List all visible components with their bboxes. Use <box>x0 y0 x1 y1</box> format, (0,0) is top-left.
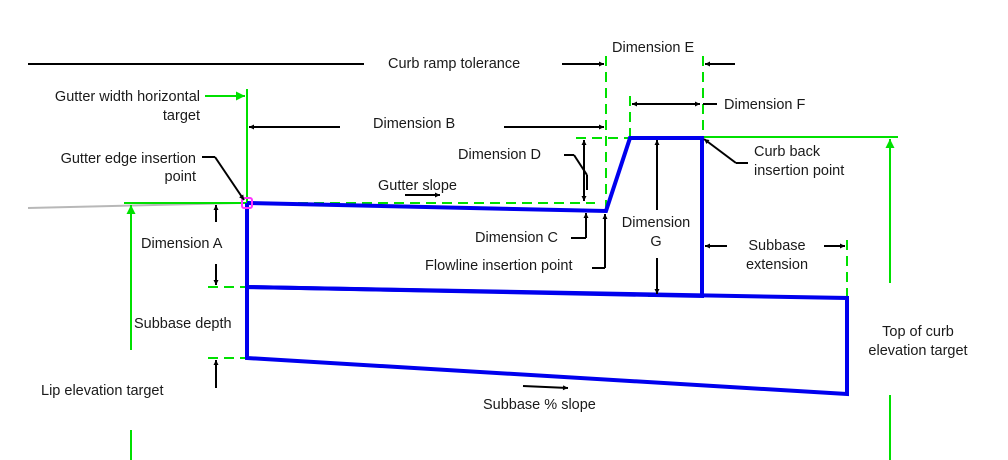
label-curb-back-2: insertion point <box>754 163 844 179</box>
label-gutter-width-target-2: target <box>163 108 200 124</box>
label-curb-ramp-tolerance: Curb ramp tolerance <box>388 56 520 72</box>
label-dimension-d: Dimension D <box>458 147 541 163</box>
label-dimension-c: Dimension C <box>475 230 558 246</box>
insertion-point-marker <box>241 197 253 209</box>
label-dimension-b: Dimension B <box>373 116 455 132</box>
label-dimension-g-1: Dimension <box>622 215 691 231</box>
label-subbase-depth: Subbase depth <box>134 316 232 332</box>
label-subbase-ext-2: extension <box>746 257 808 273</box>
label-dimension-e: Dimension E <box>612 40 695 56</box>
label-gutter-slope: Gutter slope <box>378 178 457 194</box>
label-top-of-curb-2: elevation target <box>868 343 967 359</box>
label-top-of-curb-1: Top of curb <box>882 324 954 340</box>
label-gutter-edge-2: point <box>165 169 196 185</box>
label-curb-back-1: Curb back <box>754 144 821 160</box>
curb-back-leader-diag <box>703 138 737 164</box>
label-gutter-edge-1: Gutter edge insertion <box>61 151 196 167</box>
subbase-shape <box>245 284 849 397</box>
label-gutter-width-target-1: Gutter width horizontal <box>55 89 200 105</box>
gutter-edge-leader-diag <box>214 156 245 201</box>
label-flowline: Flowline insertion point <box>425 258 573 274</box>
label-lip-elevation: Lip elevation target <box>41 383 164 399</box>
subbase-slope-arrow <box>522 385 569 391</box>
label-dimension-f: Dimension F <box>724 97 806 113</box>
label-dimension-a: Dimension A <box>141 236 223 252</box>
label-subbase-slope: Subbase % slope <box>483 397 596 413</box>
label-subbase-ext-1: Subbase <box>748 238 805 254</box>
label-dimension-g-2: G <box>650 234 661 250</box>
dimension-d-leader-diag <box>573 154 588 176</box>
